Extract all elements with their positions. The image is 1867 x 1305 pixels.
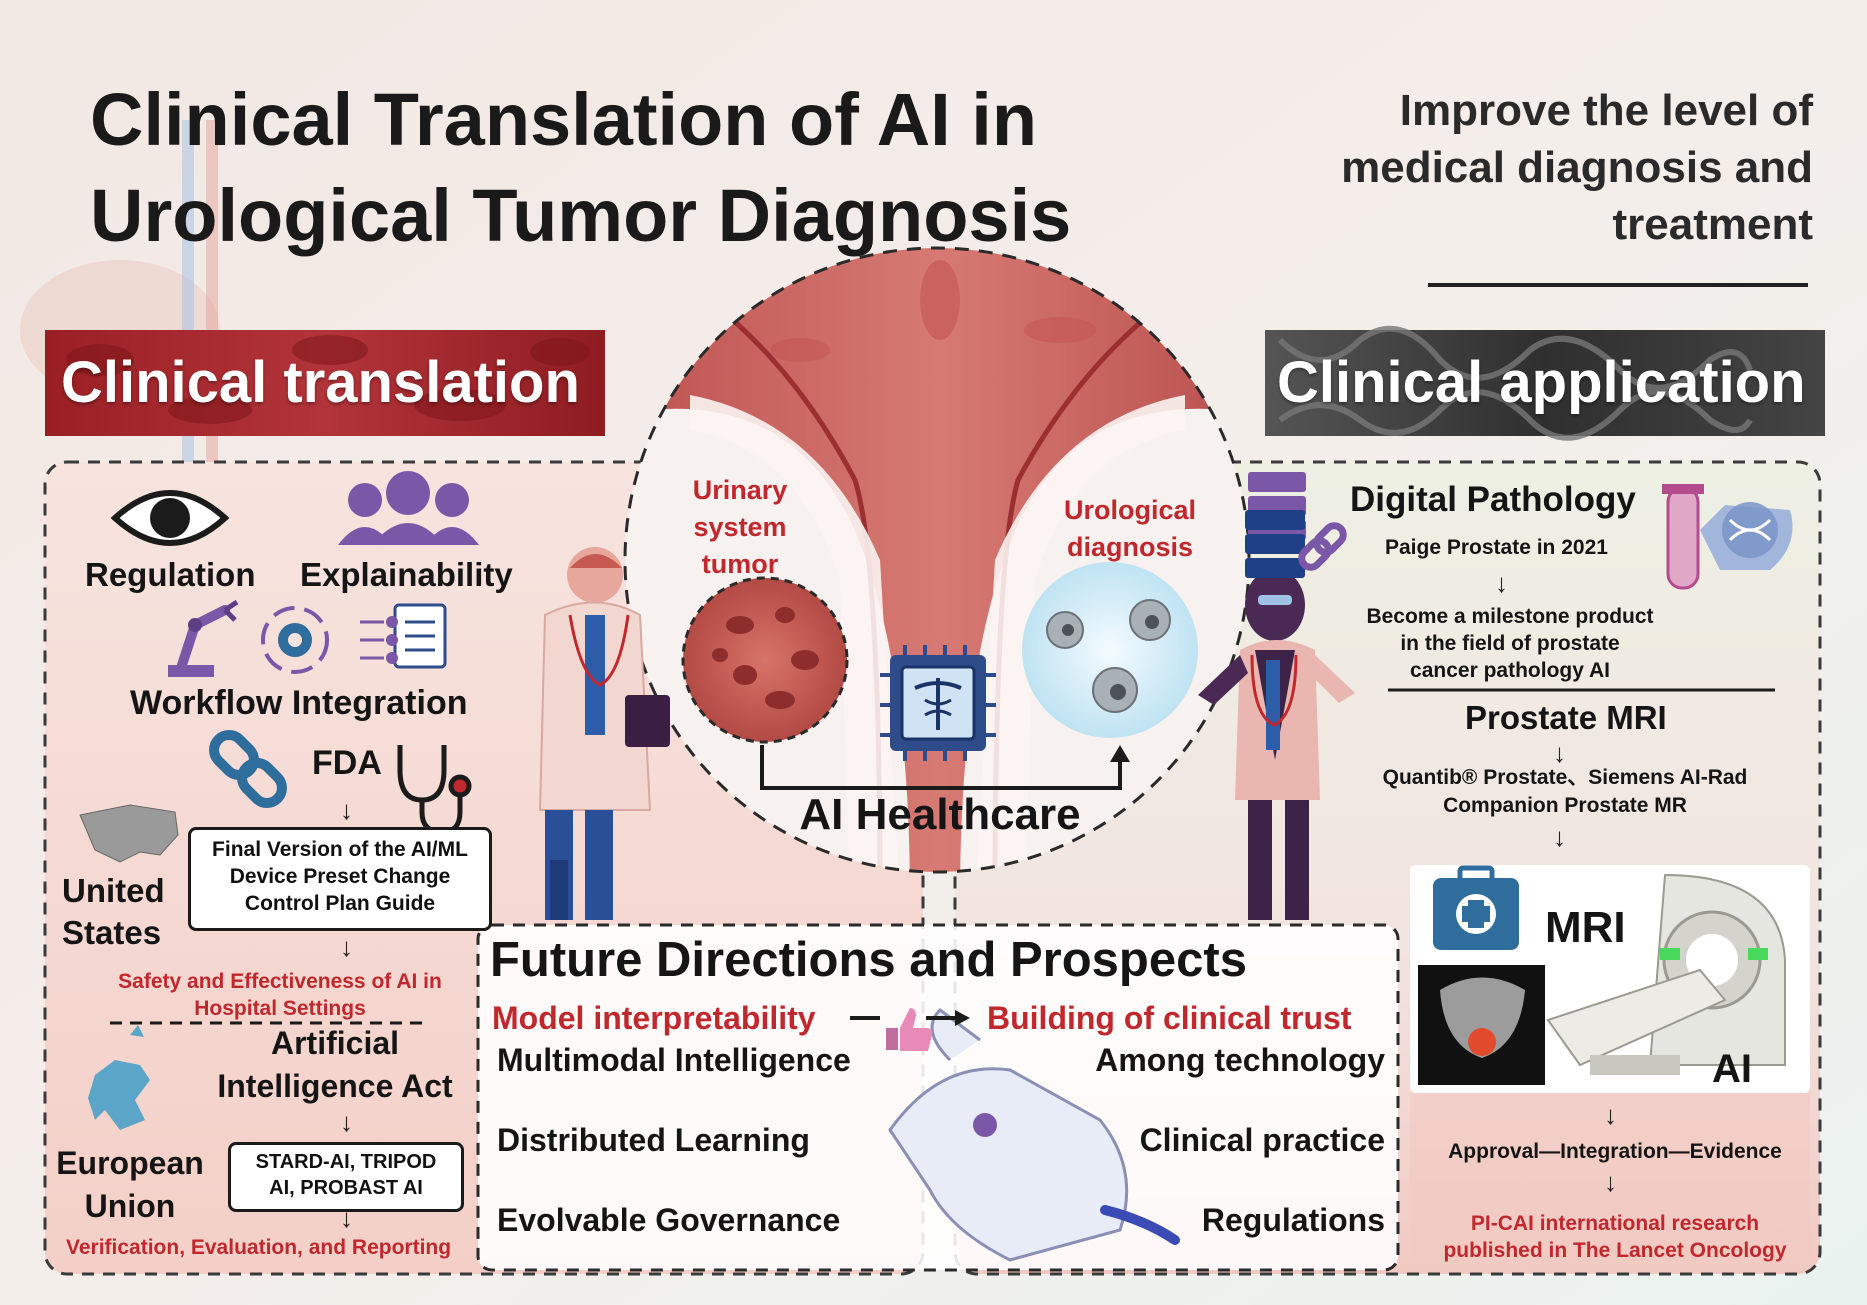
server-stack-icon — [1245, 472, 1347, 578]
verification-text: Verification, Evaluation, and Reporting — [66, 1236, 452, 1259]
subtitle-line-2: medical diagnosis and — [1341, 143, 1813, 192]
fda-box-line-1: Final Version of the AI/ML — [212, 838, 468, 861]
united-states-label: United States — [62, 870, 165, 954]
arrow-verification-down: ↓ — [340, 1203, 353, 1233]
subtitle-divider — [1428, 283, 1808, 287]
safety-effectiveness-text: Safety and Effectiveness of AI in Hospit… — [95, 968, 465, 1022]
robot-arm-icon — [168, 599, 239, 677]
tumor-tissue-icon — [681, 576, 849, 744]
milestone-line-3: cancer pathology AI — [1410, 659, 1610, 682]
uro-line-1: Urological — [1063, 495, 1197, 525]
subtitle-line-3: treatment — [1612, 200, 1814, 249]
urinary-line-3: tumor — [701, 549, 779, 579]
clinical-application-banner: Clinical application — [1277, 350, 1806, 415]
ai-act-line-2: Intelligence Act — [217, 1068, 453, 1104]
ai-healthcare-label: AI Healthcare — [799, 790, 1081, 839]
safety-line-1: Safety and Effectiveness of AI in — [118, 970, 442, 993]
safety-line-2: Hospital Settings — [194, 997, 366, 1020]
milestone-line-1: Become a milestone product — [1366, 605, 1654, 628]
picai-line-1: PI-CAI international research — [1470, 1212, 1760, 1235]
robot-doctor-icon — [1198, 569, 1355, 920]
quantib-line-2: Companion Prostate MR — [1443, 794, 1687, 817]
chain-link-icon — [209, 730, 287, 808]
robot-hand-icon — [888, 1008, 1180, 1262]
future-right-item-3: Regulations — [1201, 1202, 1385, 1238]
people-group-icon — [338, 471, 479, 545]
title-line-1: Clinical Translation of AI in — [90, 78, 1038, 161]
future-right-item-1: Among technology — [1095, 1042, 1385, 1078]
approval-integration-evidence-text: Approval—Integration—Evidence — [1448, 1140, 1782, 1163]
quantib-line-1: Quantib® Prostate、Siemens AI-Rad — [1382, 766, 1748, 789]
arrow-safety-down: ↓ — [340, 932, 353, 962]
model-interpretability-label: Model interpretability — [492, 1000, 816, 1036]
future-left-item-1: Multimodal Intelligence — [497, 1042, 851, 1078]
ai-act-label: Artificial Intelligence Act — [195, 1022, 475, 1108]
arrow-aia-down: ↓ — [340, 1107, 353, 1137]
uro-line-2: diagnosis — [1066, 532, 1194, 562]
explainability-label: Explainability — [300, 556, 513, 593]
test-tube-dna-icon — [1662, 484, 1793, 590]
urinary-line-2: system — [693, 512, 787, 542]
cells-icon — [1022, 562, 1198, 738]
arrow-milestone-down: ↓ — [1495, 568, 1508, 598]
bladder-scan-icon — [1418, 965, 1545, 1085]
page-subtitle: Improve the level of medical diagnosis a… — [1253, 82, 1813, 253]
thumbs-up-icon — [886, 1008, 933, 1051]
fda-label: FDA — [312, 744, 382, 782]
milestone-line-2: in the field of prostate — [1400, 632, 1620, 655]
arrow-mri-down: ↓ — [1553, 822, 1566, 852]
workflow-integration-label: Workflow Integration — [130, 684, 468, 722]
future-left-item-3: Evolvable Governance — [497, 1202, 841, 1238]
picai-line-2: published in The Lancet Oncology — [1443, 1239, 1787, 1262]
arrow-picai-down: ↓ — [1604, 1167, 1617, 1197]
medical-kit-icon — [1433, 865, 1519, 950]
us-map-icon — [79, 804, 179, 863]
title-line-2: Urological Tumor Diagnosis — [90, 174, 1072, 257]
eu-line-2: Union — [84, 1188, 176, 1224]
clinical-translation-banner: Clinical translation — [61, 350, 580, 415]
regulation-label: Regulation — [85, 556, 256, 593]
european-union-label: European Union — [50, 1142, 210, 1228]
ai-chip-caduceus-icon — [880, 645, 996, 761]
quantib-siemens-text: Quantib® Prostate、Siemens AI-Rad Compani… — [1345, 764, 1785, 820]
fda-box-line-2: Device Preset Change — [229, 865, 451, 888]
clinical-trust-label: Building of clinical trust — [987, 1000, 1352, 1036]
page-title: Clinical Translation of AI in Urological… — [90, 72, 1190, 264]
milestone-text: Become a milestone product in the field … — [1340, 603, 1680, 684]
paige-prostate-text: Paige Prostate in 2021 — [1385, 536, 1608, 559]
checklist-icon — [360, 603, 447, 669]
mri-scanner-icon — [1546, 873, 1786, 1075]
urinary-system-tumor-label: Urinary system tumor — [665, 472, 815, 583]
future-directions-title: Future Directions and Prospects — [490, 933, 1247, 987]
stard-box-line-1: STARD-AI, TRIPOD — [255, 1151, 437, 1173]
stard-tripod-box: STARD-AI, TRIPOD AI, PROBAST AI — [228, 1142, 464, 1212]
fda-guide-box: Final Version of the AI/ML Device Preset… — [188, 827, 492, 931]
us-line-1: United — [62, 872, 165, 909]
urological-diagnosis-label: Urological diagnosis — [1040, 492, 1220, 566]
arrow-fda-down: ↓ — [340, 795, 353, 825]
gear-cycle-icon — [261, 606, 329, 674]
arrow-approval-down: ↓ — [1604, 1100, 1617, 1130]
eye-icon — [110, 490, 230, 546]
picai-research-text: PI-CAI international research published … — [1420, 1210, 1810, 1264]
doctor-icon — [538, 547, 670, 920]
prostate-mri-label: Prostate MRI — [1465, 699, 1667, 736]
subtitle-line-1: Improve the level of — [1399, 86, 1813, 135]
digital-pathology-label: Digital Pathology — [1350, 480, 1636, 519]
ai-act-line-1: Artificial — [270, 1025, 400, 1061]
eu-line-1: European — [56, 1145, 204, 1181]
urinary-line-1: Urinary — [692, 475, 788, 505]
arrow-quantib-down: ↓ — [1553, 738, 1566, 768]
us-line-2: States — [62, 914, 162, 951]
mri-label: MRI — [1545, 903, 1626, 952]
eu-map-icon — [88, 1025, 150, 1130]
fda-box-line-3: Control Plan Guide — [244, 892, 436, 915]
stard-box-line-2: AI, PROBAST AI — [269, 1177, 423, 1199]
future-right-item-2: Clinical practice — [1139, 1122, 1385, 1158]
future-left-item-2: Distributed Learning — [497, 1122, 810, 1158]
ai-label: AI — [1712, 1047, 1752, 1091]
